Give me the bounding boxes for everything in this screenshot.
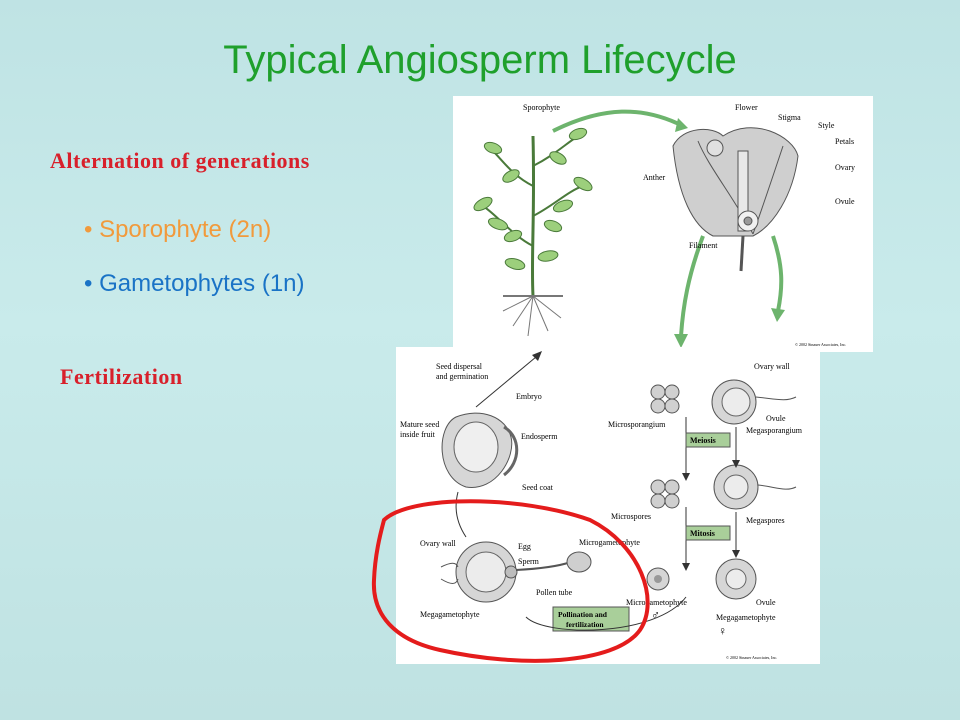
label-microspores: Microspores (611, 512, 651, 521)
bullet-sporophyte: • Sporophyte (2n) (84, 216, 272, 243)
roots (502, 295, 562, 337)
bullet-gametophytes: • Gametophytes (1n) (84, 270, 305, 297)
label-megagametophyte-left: Megagametophyte (420, 610, 480, 619)
arrow-seed-up (475, 356, 537, 408)
label-flower: Flower (735, 103, 758, 112)
sporophyte-flower-figure: Sporophyte Flower Stigma Style Petals An… (453, 96, 873, 352)
mature-seed-illustration (441, 412, 519, 488)
arrow-plant-to-flower (552, 109, 684, 133)
arrow-to-seed (455, 491, 467, 538)
label-egg: Egg (518, 542, 531, 551)
label-ovule: Ovule (835, 197, 855, 206)
label-seed-dispersal-1: Seed dispersal (436, 362, 483, 371)
label-ovary-wall-top: Ovary wall (754, 362, 791, 371)
sporophyte-plant-illustration (473, 127, 593, 297)
sporophyte-flower-svg: Sporophyte Flower Stigma Style Petals An… (473, 103, 855, 348)
arrow-head-3 (771, 308, 785, 322)
arrow-head-seed (532, 351, 542, 361)
label-petals: Petals (835, 137, 854, 146)
label-mature-seed-1: Mature seed (400, 420, 439, 429)
label-mature-seed-2: inside fruit (400, 430, 436, 439)
arrow-head-1 (675, 118, 688, 132)
megagametophyte-illustration (715, 558, 757, 600)
microgametophyte-pollen-illustration (646, 567, 670, 591)
label-seed-dispersal-2: and germination (436, 372, 488, 381)
label-stigma: Stigma (778, 113, 801, 122)
label-mitosis: Mitosis (690, 529, 715, 538)
female-symbol: ♀ (718, 624, 727, 638)
microspores-illustration (650, 479, 680, 509)
microsporangium-illustration (650, 384, 680, 414)
label-anther: Anther (643, 173, 666, 182)
label-pollination-1: Pollination and (558, 610, 608, 619)
label-sporophyte: Sporophyte (523, 103, 560, 112)
label-embryo: Embryo (516, 392, 542, 401)
label-ovary: Ovary (835, 163, 855, 172)
arrow-flower-down-left (679, 235, 705, 337)
label-megaspores: Megaspores (746, 516, 785, 525)
lifecycle-svg: Seed dispersal and germination Embryo Ma… (400, 351, 803, 661)
label-endosperm: Endosperm (521, 432, 558, 441)
label-meiosis: Meiosis (690, 436, 716, 445)
mitosis-box (685, 525, 731, 541)
male-symbol: ♂ (651, 608, 660, 622)
heading-alternation: Alternation of generations (50, 148, 310, 173)
label-sperm: Sperm (518, 557, 540, 566)
label-microgametophyte-bottom: Microgametophyte (626, 598, 687, 607)
label-pollination-2: fertilization (566, 620, 604, 629)
label-seed-coat: Seed coat (522, 483, 554, 492)
label-ovule-bottom: Ovule (756, 598, 776, 607)
top-copyright: © 2002 Sinauer Associates, Inc. (795, 342, 846, 348)
arrow-head-2 (674, 334, 688, 348)
bullet-sporophyte-text: Sporophyte (2n) (99, 216, 272, 243)
label-microsporangium: Microsporangium (608, 420, 666, 429)
megaspores-illustration (713, 464, 797, 510)
arrow-flower-down-right (771, 235, 784, 312)
label-ovule: Ovule (766, 414, 786, 423)
label-pollen-tube: Pollen tube (536, 588, 573, 597)
label-megagametophyte-bottom: Megagametophyte (716, 613, 776, 622)
lifecycle-figure: Seed dispersal and germination Embryo Ma… (396, 347, 820, 664)
bullet-gametophytes-text: Gametophytes (1n) (99, 270, 305, 297)
label-filament: Filament (689, 241, 718, 250)
flower-illustration (672, 127, 799, 272)
heading-fertilization: Fertilization (60, 364, 183, 389)
label-ovary-wall-left: Ovary wall (420, 539, 457, 548)
meiosis-box (685, 432, 731, 448)
bottom-copyright: © 2002 Sinauer Associates, Inc. (726, 655, 777, 661)
megasporangium-illustration (711, 379, 797, 425)
stage-arrow-heads (682, 460, 740, 571)
label-megasporangium: Megasporangium (746, 426, 803, 435)
label-style: Style (818, 121, 835, 130)
slide-title: Typical Angiosperm Lifecycle (223, 38, 737, 82)
label-microgametophyte-top: Microgametophyte (579, 538, 640, 547)
